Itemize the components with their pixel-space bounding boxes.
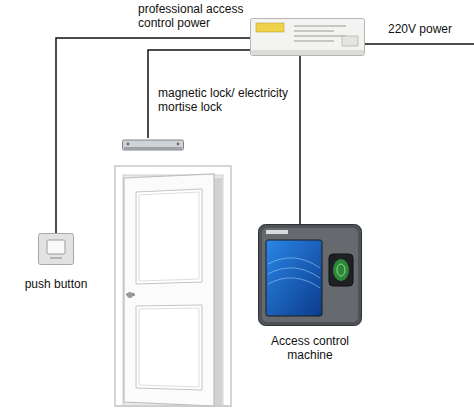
machine-screen (266, 240, 322, 316)
button-plate (39, 234, 74, 265)
access-control-machine: Access control machine (258, 224, 362, 326)
fingerprint-sensor (329, 254, 353, 286)
push-button: push button (38, 233, 74, 265)
power-supply-drawing (250, 18, 365, 56)
mains-wire (365, 43, 474, 45)
lock-body (123, 140, 184, 150)
push-button-drawing (38, 233, 74, 265)
wire (56, 38, 250, 233)
component-label: push button (18, 277, 94, 291)
button-key (47, 240, 65, 254)
magnetic-lock: magnetic lock/ electricity mortise lock (122, 138, 184, 152)
magnetic-lock-drawing (122, 138, 184, 152)
component-label: Access control machine (250, 334, 370, 362)
power-supply: professional access control power (250, 18, 365, 56)
component-label: professional access control power (138, 2, 248, 30)
door-illustration (115, 166, 231, 406)
access-control-machine-drawing (258, 224, 362, 326)
machine-body (259, 225, 362, 326)
wire (299, 56, 301, 224)
caution-sticker (256, 23, 284, 32)
power-label: 220V power (388, 22, 452, 36)
power-housing (251, 19, 365, 56)
component-label: magnetic lock/ electricity mortise lock (158, 86, 294, 114)
